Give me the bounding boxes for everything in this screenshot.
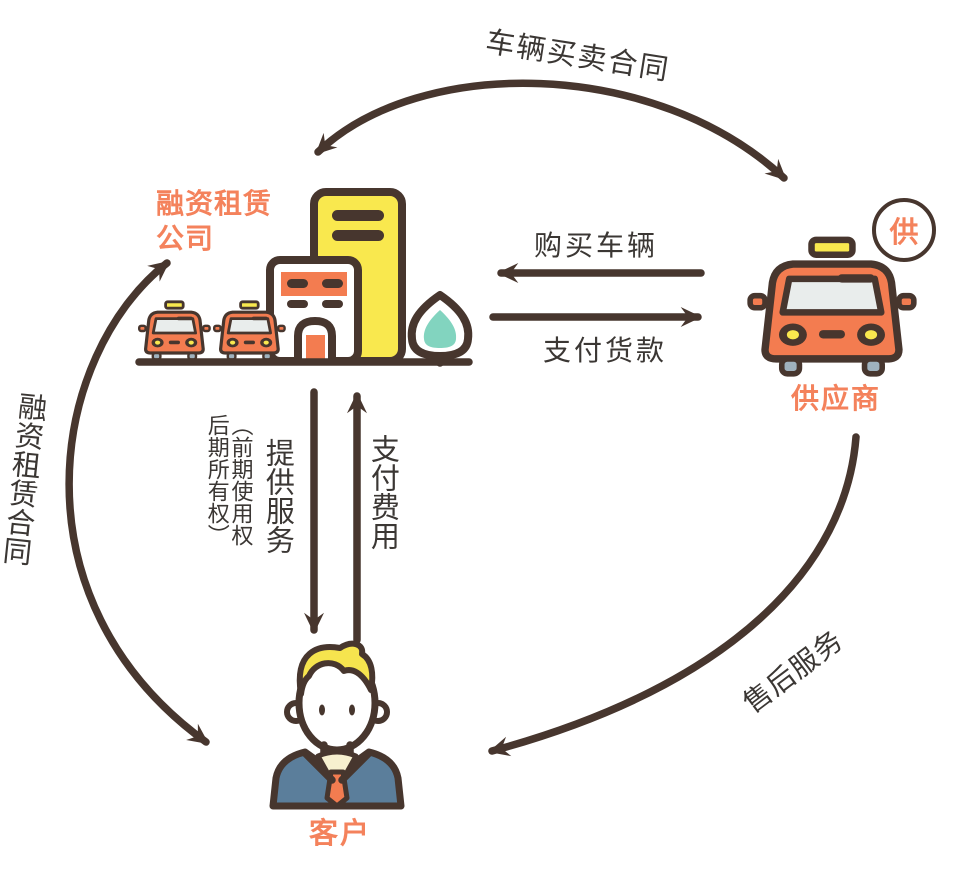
supplier-badge: 供 — [872, 198, 936, 262]
fleet-taxi-icon — [137, 300, 287, 361]
tree-icon — [407, 291, 473, 367]
customer-label: 客户 — [309, 816, 372, 850]
provide-service-note: （前期使用权 后期所有权） — [203, 414, 253, 546]
supplier-badge-text: 供 — [889, 215, 919, 249]
pay-fees-label: 支付费用 — [366, 434, 401, 550]
purchase-vehicles-label: 购买车辆 — [534, 229, 659, 262]
vehicle-sale-contract-arrow — [314, 79, 788, 182]
after-sales-service-arrow — [488, 433, 860, 757]
leasing-company-illustration — [135, 188, 473, 367]
supplier-label: 供应商 — [791, 382, 882, 415]
supplier-taxi-icon — [750, 240, 914, 374]
company-label: 融资租赁 公司 — [156, 187, 273, 255]
customer-person-icon — [269, 640, 405, 810]
building-front-icon — [266, 256, 362, 365]
pay-for-goods-label: 支付货款 — [543, 334, 668, 367]
provide-service-label: 提供服务 — [261, 438, 296, 554]
finance-lease-contract-arrow — [65, 259, 210, 746]
